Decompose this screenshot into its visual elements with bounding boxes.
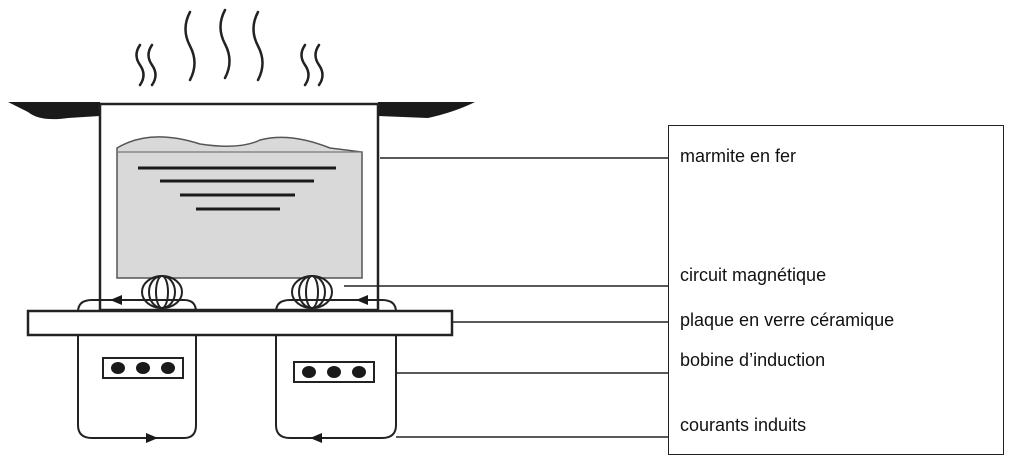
liquid xyxy=(116,136,363,279)
current-arrows xyxy=(110,295,368,443)
induction-coil-right xyxy=(293,361,375,383)
label-pot: marmite en fer xyxy=(680,146,797,166)
ceramic-glass-plate xyxy=(26,309,454,337)
label-induction-coil: bobine d’induction xyxy=(680,350,826,370)
heat-lines xyxy=(138,166,336,211)
induction-coil-left xyxy=(102,357,184,379)
induced-current-loop-left xyxy=(77,299,197,439)
label-magnetic-circuit: circuit magnétique xyxy=(680,265,827,285)
label-induced-currents: courants induits xyxy=(680,415,807,435)
legend-box xyxy=(668,125,1004,455)
induced-current-loop-right xyxy=(275,299,397,439)
leader-lines xyxy=(344,157,668,438)
pot-handle-left xyxy=(8,102,100,120)
magnetic-circuit-coil-right xyxy=(291,275,333,309)
steam-lines xyxy=(135,8,324,87)
pot-handle-right xyxy=(378,102,475,118)
magnetic-circuit-coil-left xyxy=(141,275,183,309)
label-glass-plate: plaque en verre céramique xyxy=(680,310,895,330)
